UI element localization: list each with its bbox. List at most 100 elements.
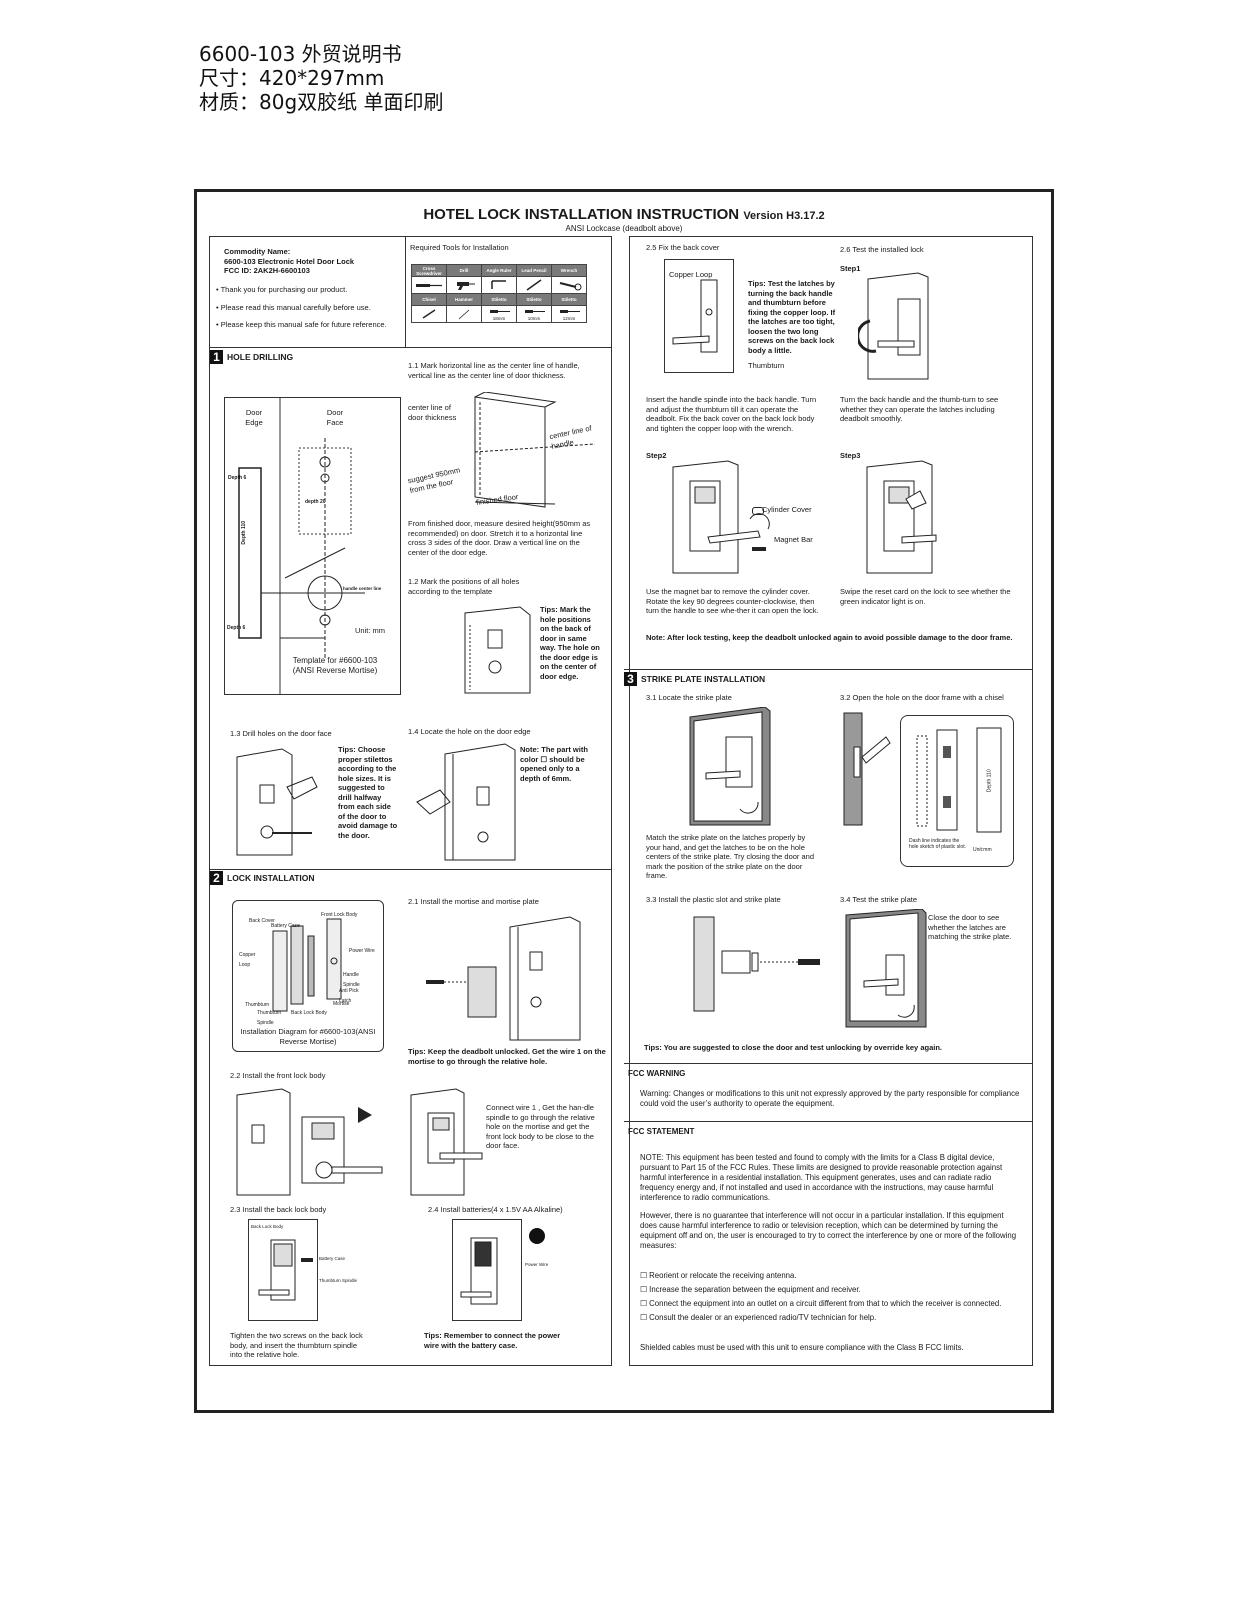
drilling-template: Door Edge Door Face Depth 6 Depth 110 de… <box>224 397 401 695</box>
left-panel: Commodity Name: 6600-103 Electronic Hote… <box>209 236 612 1366</box>
commodity-label: Commodity Name: <box>224 247 291 256</box>
depth-label: Depth 110 <box>241 520 248 545</box>
step-1-1-title: 1.1 Mark horizontal line as the center l… <box>408 361 580 380</box>
part-label: Power Wire <box>525 1262 549 1267</box>
tool-label: Cross Screwdriver <box>411 264 447 277</box>
battery-install-figure: Power Wire <box>452 1219 548 1321</box>
step-3-2-title: 3.2 Open the hole on the door frame with… <box>840 693 1004 702</box>
step-3-label: Step3 <box>840 451 861 460</box>
fcc-id: FCC ID: 2AK2H-6600103 <box>224 266 310 275</box>
tool-label: Angle Ruler <box>481 264 517 277</box>
section-2-header: 2 LOCK INSTALLATION <box>210 871 315 885</box>
part-label: Thumbturn Spindle <box>257 1010 282 1026</box>
part-label: Back Lock Body <box>291 1010 327 1016</box>
dash-line-note: Dash line indicates the hole sketch of p… <box>909 838 966 850</box>
step-2-6-title: 2.6 Test the installed lock <box>840 245 924 254</box>
step-1-3-tip: Tips: Choose proper stilettos according … <box>338 745 398 840</box>
tool-label: Stiletto <box>551 293 587 306</box>
fcc-paragraph: However, there is no guarantee that inte… <box>640 1211 1017 1250</box>
stiletto-size: 10mm <box>527 316 541 321</box>
locate-door-edge-figure <box>416 743 516 861</box>
unit-label: Unit:mm <box>973 847 992 853</box>
doc-title-text: HOTEL LOCK INSTALLATION INSTRUCTION <box>423 206 740 223</box>
depth-label: Depth 6 <box>228 475 247 481</box>
exploded-lock-drawing <box>272 918 342 1012</box>
stiletto-icon: 18mm <box>481 305 517 323</box>
screwdriver-icon <box>411 276 447 294</box>
stiletto-size: 18mm <box>492 316 506 321</box>
step-1-label: Step1 <box>840 264 861 273</box>
handle-center-label: handle center line <box>343 586 382 591</box>
diagram-caption: Installation Diagram for #6600-103(ANSI … <box>240 1027 376 1046</box>
back-cover-figure: Copper Loop <box>664 259 734 373</box>
spec-header: 6600-103 外贸说明书 尺寸：420*297mm 材质：80g双胶纸 单面… <box>199 42 444 114</box>
step-2-text: Use the magnet bar to remove the cylinde… <box>646 587 819 615</box>
part-label: Mortise <box>333 1001 350 1007</box>
stiletto-icon: 12mm <box>551 305 587 323</box>
part-label: Copper Loop <box>239 952 256 968</box>
step-2-5-title: 2.5 Fix the back cover <box>646 243 720 252</box>
fcc-paragraph: NOTE: This equipment has been tested and… <box>640 1153 1003 1202</box>
doc-title: HOTEL LOCK INSTALLATION INSTRUCTION Vers… <box>197 206 1051 223</box>
test-lock-step3-figure <box>866 460 937 574</box>
fcc-measure: ☐ Connect the equipment into an outlet o… <box>640 1299 1002 1308</box>
unit-label: Unit: mm <box>355 626 385 635</box>
step-3-1-text: Match the strike plate on the latches pr… <box>646 833 815 880</box>
instruction-sheet: HOTEL LOCK INSTALLATION INSTRUCTION Vers… <box>194 189 1054 1413</box>
part-label: Thumbturn <box>245 1002 270 1008</box>
commodity-block: Commodity Name: 6600-103 Electronic Hote… <box>224 247 404 276</box>
step-1-text: Turn the back handle and the thumb-turn … <box>840 395 999 423</box>
section-1-header: 1 HOLE DRILLING <box>210 350 293 364</box>
part-label: Battery Case <box>319 1256 346 1261</box>
spec-line-3: 材质：80g双胶纸 单面印刷 <box>199 90 444 114</box>
tools-table: Cross Screwdriver Drill Angle Ruler Lead… <box>411 264 587 323</box>
step-1-3-title: 1.3 Drill holes on the door face <box>230 729 332 738</box>
right-panel: 2.5 Fix the back cover Copper Loop Tips:… <box>624 236 1033 1366</box>
fcc-warning-text: Warning: Changes or modifications to thi… <box>640 1089 1020 1108</box>
angle-ruler-icon <box>481 276 517 294</box>
section-title: STRIKE PLATE INSTALLATION <box>641 674 766 684</box>
step-1-1-text: From finished door, measure desired heig… <box>408 519 591 557</box>
fcc-paragraph: Shielded cables must be used with this u… <box>640 1343 964 1352</box>
back-lock-body-figure: Back Lock Body Battery Case Thumbturn Sp… <box>248 1219 357 1321</box>
tool-label: Stiletto <box>481 293 517 306</box>
step-1-4-tip: Note: The part with color ☐ should be op… <box>520 745 588 783</box>
section-number: 3 <box>624 672 637 686</box>
step-2-4-tip: Tips: Remember to connect the power wire… <box>424 1331 561 1350</box>
mortise-install-figure <box>426 916 581 1041</box>
part-label: Back Cover <box>249 918 275 924</box>
copper-loop-label: Copper Loop <box>669 270 713 279</box>
step-2-label: Step2 <box>646 451 667 460</box>
hammer-icon <box>446 305 482 323</box>
strike-plate-tip: Tips: You are suggested to close the doo… <box>644 1043 942 1052</box>
strike-plate-template: Depth 110 Dash line indicates the hole s… <box>900 715 1014 867</box>
step-2-4-title: 2.4 Install batteries(4 x 1.5V AA Alkali… <box>428 1205 563 1214</box>
tool-label: Chisel <box>411 293 447 306</box>
fcc-warning-title: FCC WARNING <box>628 1069 686 1078</box>
step-2-5-text: Insert the handle spindle into the back … <box>646 395 817 433</box>
section-title: HOLE DRILLING <box>227 352 294 362</box>
template-drawing <box>238 398 365 694</box>
part-label: Back Lock Body <box>251 1224 284 1229</box>
fcc-measures: ☐ Reorient or relocate the receiving ant… <box>640 1271 1020 1323</box>
magnet-bar-icon <box>752 547 766 551</box>
front-lock-body-figure <box>236 1088 383 1196</box>
depth-label: depth 20 <box>305 499 326 505</box>
step-2-3-text: Tighten the two screws on the back lock … <box>230 1331 363 1359</box>
intro-bullets: • Thank you for purchasing our product. … <box>216 285 406 334</box>
fcc-measure: ☐ Reorient or relocate the receiving ant… <box>640 1271 797 1280</box>
drill-icon <box>446 276 482 294</box>
front-lock-installed-figure <box>410 1088 483 1196</box>
tools-title: Required Tools for Installation <box>410 243 509 252</box>
test-lock-step1-figure <box>858 272 929 380</box>
step-3-3-title: 3.3 Install the plastic slot and strike … <box>646 895 781 904</box>
part-label: Power Wire <box>349 948 375 954</box>
intro-bullet: • Please keep this manual safe for futur… <box>216 320 387 329</box>
pencil-icon <box>516 276 552 294</box>
drill-door-face-figure <box>236 748 318 856</box>
intro-bullet: • Thank you for purchasing our product. <box>216 285 348 294</box>
depth-label: Depth 110 <box>986 769 993 793</box>
intro-bullet: • Please read this manual carefully befo… <box>216 302 371 312</box>
install-strike-figure <box>693 916 820 1012</box>
doc-version: Version H3.17.2 <box>743 210 825 222</box>
